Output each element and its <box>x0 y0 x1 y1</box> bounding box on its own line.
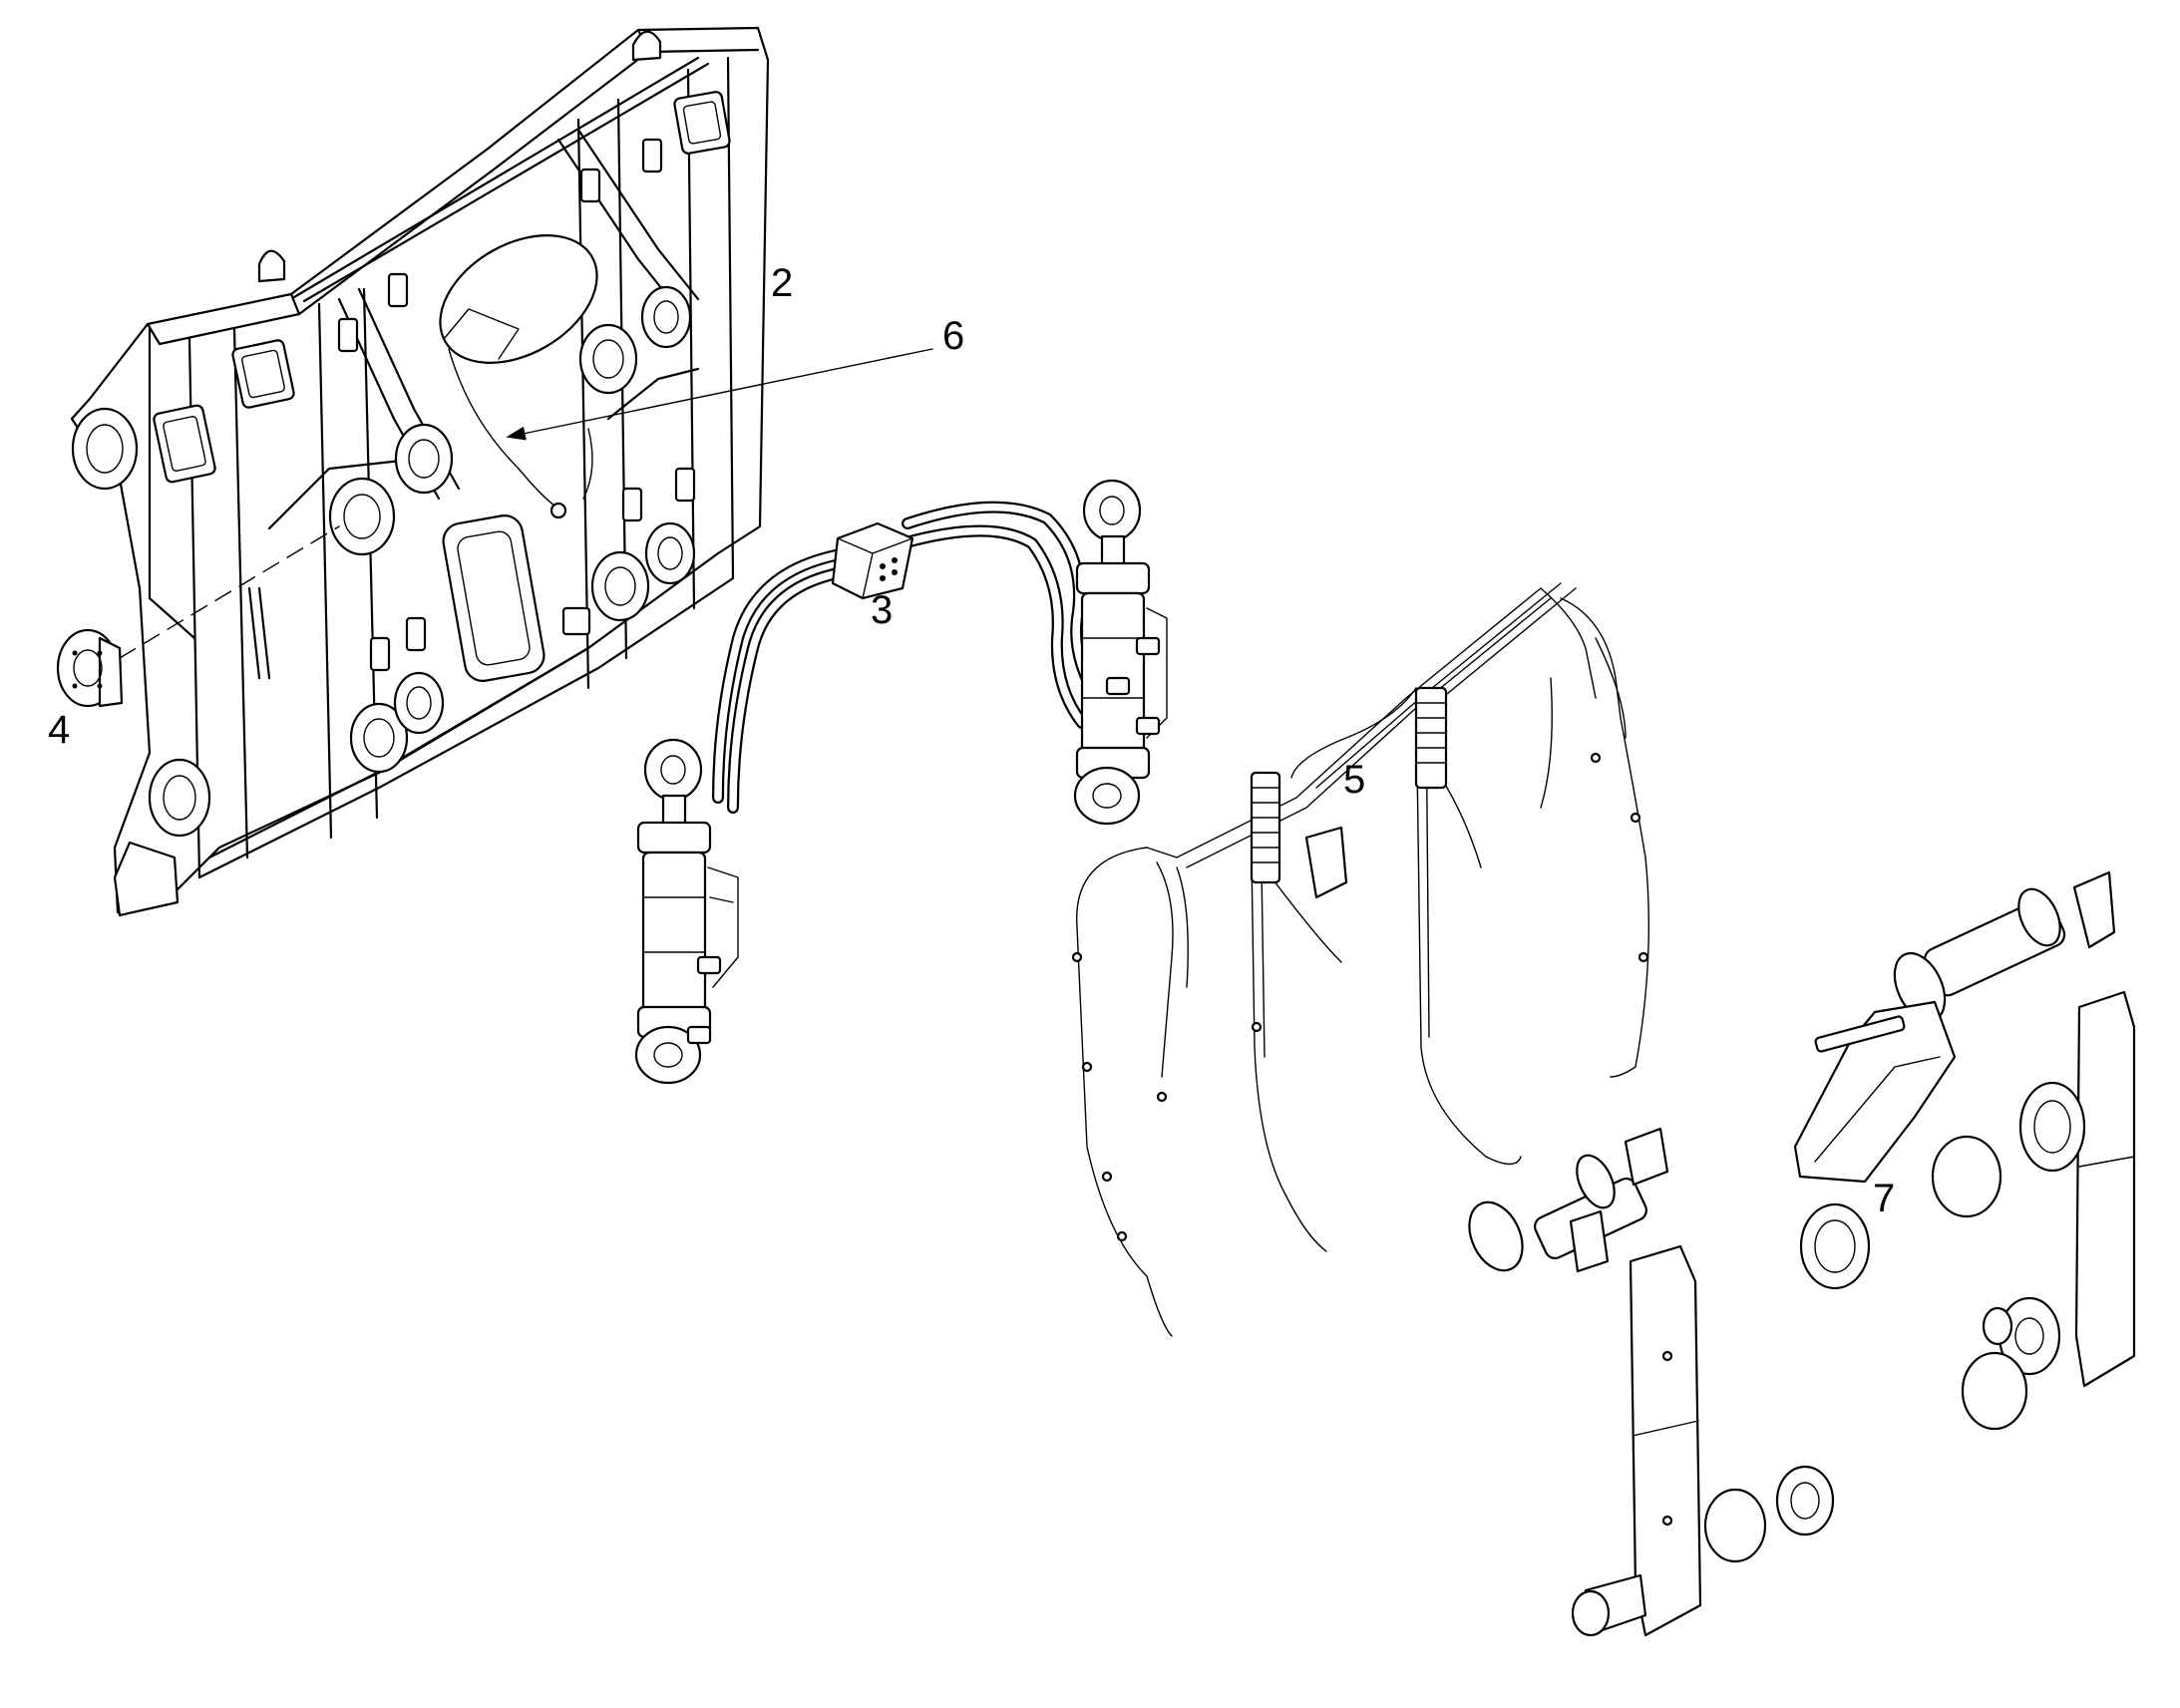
loose-flange-part <box>56 628 124 708</box>
wire-harness-assembly <box>1071 582 1650 1337</box>
callout-7: 7 <box>1873 1177 1895 1220</box>
hydraulic-cylinder-assembly <box>634 479 1168 1085</box>
flange-leader-line <box>119 525 340 659</box>
frame-flange <box>328 477 396 556</box>
main-frame-assembly <box>70 26 770 917</box>
side-plate-assembly <box>1468 870 2136 1637</box>
left-hydraulic-cylinder <box>634 738 739 1085</box>
right-hydraulic-cylinder <box>1073 479 1168 826</box>
harness-leader-arrow <box>506 348 933 441</box>
callout-5: 5 <box>1343 758 1365 802</box>
callout-4: 4 <box>48 708 70 752</box>
callout-2: 2 <box>771 261 793 305</box>
callout-3: 3 <box>871 588 893 632</box>
callout-6: 6 <box>942 314 964 358</box>
